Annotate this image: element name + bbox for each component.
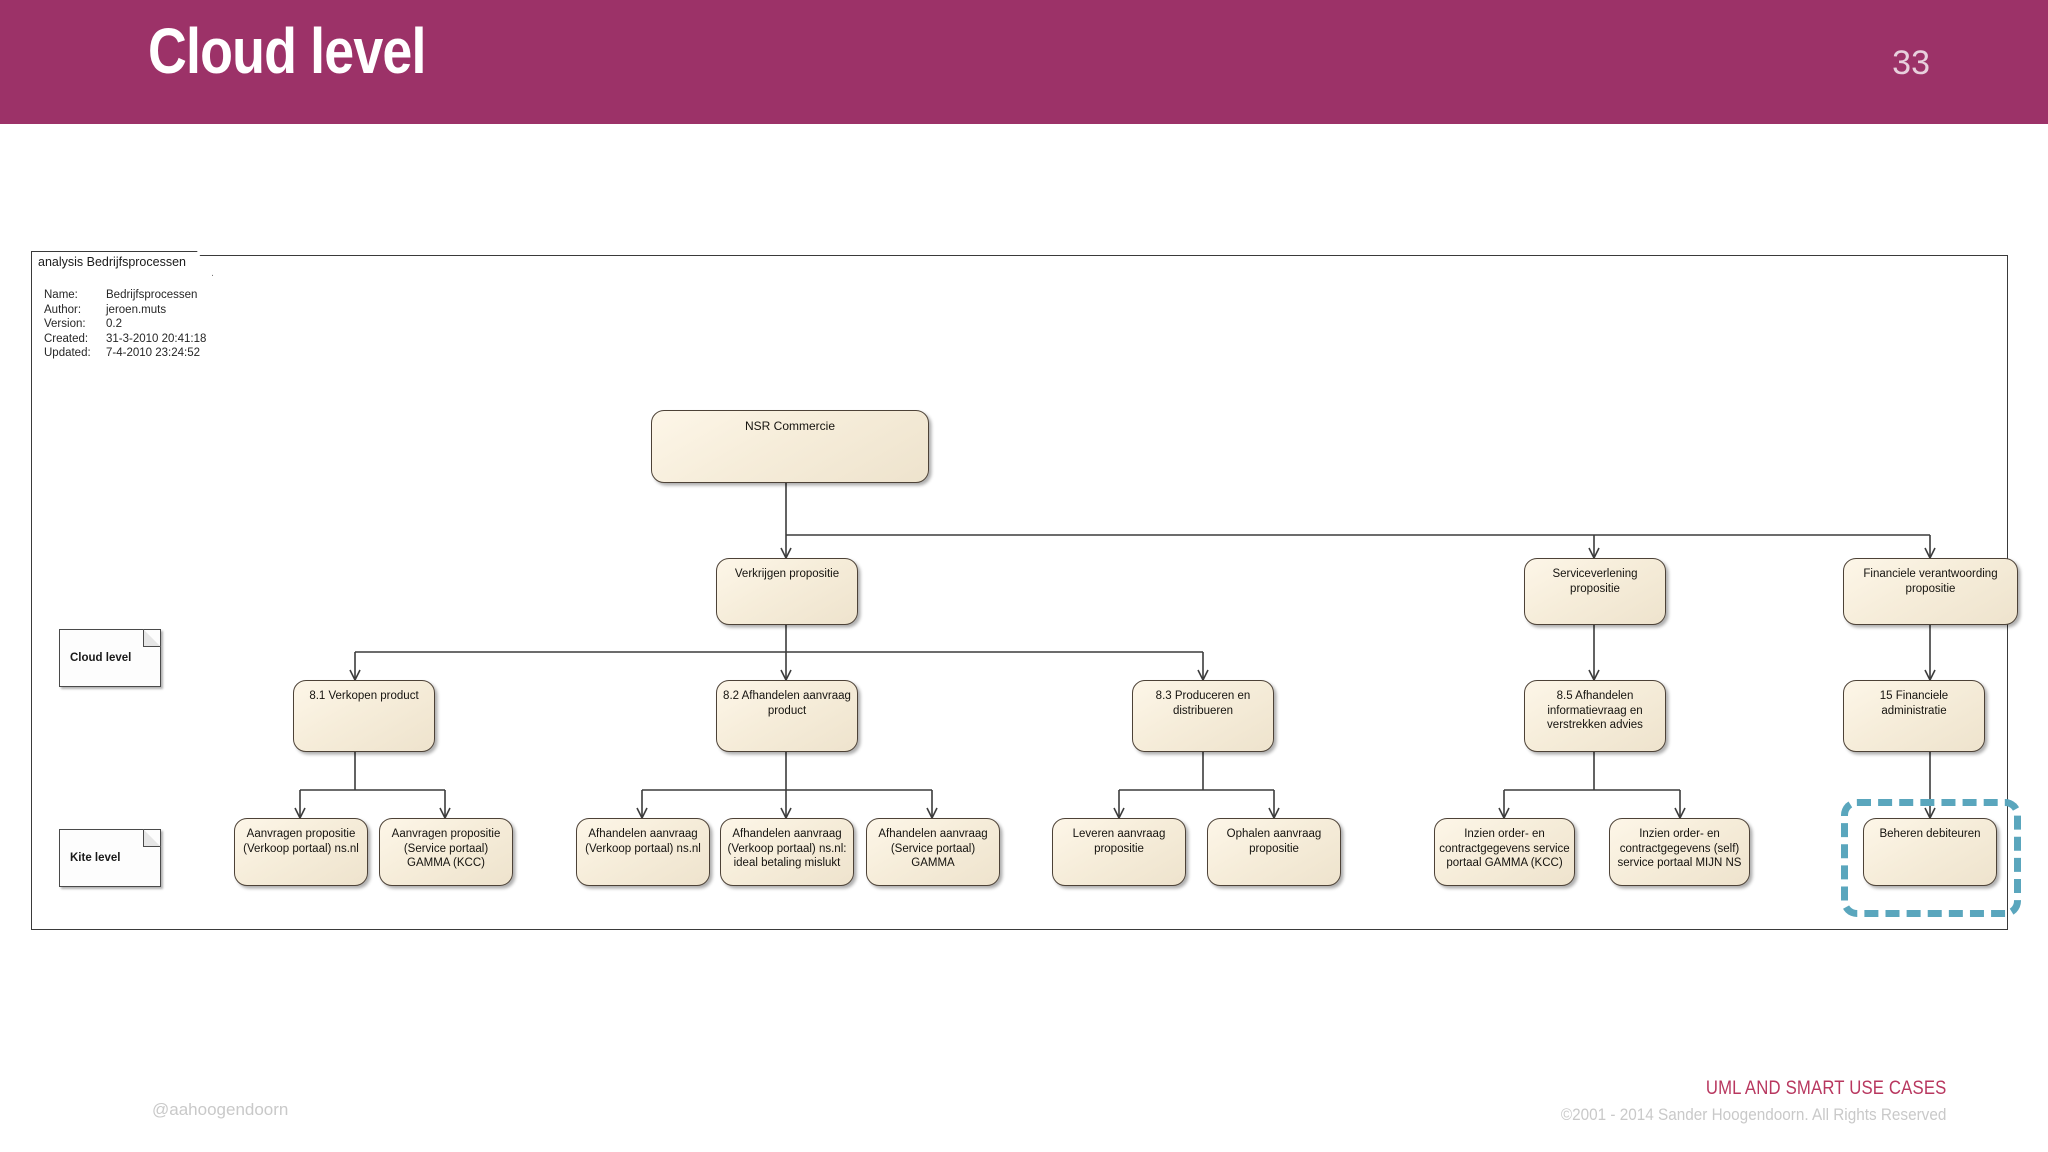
metadata-key: Author: (44, 303, 82, 316)
metadata-value: 31-3-2010 20:41:18 (106, 332, 207, 345)
metadata-key: Name: (44, 289, 78, 301)
metadata-key: Created: (44, 332, 89, 345)
metadata-row: Version: 0.2 (44, 317, 224, 332)
metadata-value: 0.2 (106, 318, 122, 330)
process-node-15-financiele-administratie[interactable]: 15 Financiele administratie (1843, 680, 1985, 752)
process-node-inzien-order-contractgegevens-mijn-ns[interactable]: Inzien order- en contractgegevens (self)… (1609, 818, 1750, 886)
process-node-serviceverlening-propositie[interactable]: Serviceverlening propositie (1524, 558, 1666, 625)
metadata-value: 7-4-2010 23:24:52 (106, 347, 200, 359)
metadata-value: Bedrijfsprocessen (106, 289, 198, 301)
node-label: NSR Commercie (744, 419, 835, 433)
node-label: Inzien order- en contractgegevens (self)… (1617, 828, 1742, 869)
node-label: Afhandelen aanvraag (Verkoop portaal) ns… (727, 828, 847, 869)
node-label: Beheren debiteuren (1879, 828, 1981, 840)
process-node-afhandelen-aanvraag-verkoop-portaal[interactable]: Afhandelen aanvraag (Verkoop portaal) ns… (576, 818, 710, 886)
process-node-beheren-debiteuren[interactable]: Beheren debiteuren (1863, 818, 1997, 886)
metadata-row: Created: 31-3-2010 20:41:18 (44, 332, 224, 347)
process-node-leveren-aanvraag-propositie[interactable]: Leveren aanvraag propositie (1052, 818, 1186, 886)
metadata-key: Version: (44, 318, 86, 330)
node-label: 8.1 Verkopen product (309, 690, 419, 702)
node-label: 8.3 Produceren en distribueren (1155, 690, 1251, 717)
note-kite-level: Kite level (59, 829, 161, 887)
footer-handle: @aahoogendoorn (152, 1100, 289, 1119)
metadata-row: Updated: 7-4-2010 23:24:52 (44, 346, 224, 361)
node-label: Verkrijgen propositie (734, 568, 840, 580)
node-label: Leveren aanvraag propositie (1072, 828, 1166, 855)
note-cloud-level: Cloud level (59, 629, 161, 687)
metadata-row: Author: jeroen.muts (44, 303, 224, 318)
process-node-8-1-verkopen-product[interactable]: 8.1 Verkopen product (293, 680, 435, 752)
process-node-8-3-produceren-en-distribueren[interactable]: 8.3 Produceren en distribueren (1132, 680, 1274, 752)
node-label: 15 Financiele administratie (1879, 690, 1949, 717)
node-label: 8.5 Afhandelen informatievraag en verstr… (1547, 690, 1643, 731)
process-node-aanvragen-propositie-verkoop-portaal[interactable]: Aanvragen propositie (Verkoop portaal) n… (234, 818, 368, 886)
node-label: Afhandelen aanvraag (Verkoop portaal) ns… (585, 828, 701, 855)
note-fold-icon (143, 829, 161, 847)
process-node-ophalen-aanvraag-propositie[interactable]: Ophalen aanvraag propositie (1207, 818, 1341, 886)
note-fold-icon (143, 629, 161, 647)
slide-header-banner (0, 0, 2048, 124)
node-label: Aanvragen propositie (Verkoop portaal) n… (243, 828, 359, 855)
footer-brand: UML AND SMART USE CASES (1705, 1078, 1946, 1099)
note-label: Cloud level (70, 652, 132, 664)
process-node-8-5-afhandelen-informatievraag[interactable]: 8.5 Afhandelen informatievraag en verstr… (1524, 680, 1666, 752)
node-label: Serviceverlening propositie (1552, 568, 1638, 595)
process-node-aanvragen-propositie-service-portaal[interactable]: Aanvragen propositie (Service portaal) G… (379, 818, 513, 886)
slide-number: 33 (1892, 44, 1930, 82)
node-label: Afhandelen aanvraag (Service portaal) GA… (878, 828, 988, 869)
note-label: Kite level (70, 852, 121, 864)
metadata-row: Name: Bedrijfsprocessen (44, 288, 224, 303)
diagram-frame-label: analysis Bedrijfsprocessen (31, 251, 213, 276)
node-label: Aanvragen propositie (Service portaal) G… (391, 828, 501, 869)
footer-copyright: ©2001 - 2014 Sander Hoogendoorn. All Rig… (1560, 1105, 1946, 1124)
node-label: 8.2 Afhandelen aanvraag product (723, 690, 851, 717)
diagram-metadata: Name: Bedrijfsprocessen Author: jeroen.m… (44, 288, 224, 361)
metadata-value: jeroen.muts (106, 303, 167, 316)
highlight-selection-box (1841, 799, 2021, 917)
process-node-inzien-order-contractgegevens-gamma[interactable]: Inzien order- en contractgegevens servic… (1434, 818, 1575, 886)
process-node-8-2-afhandelen-aanvraag-product[interactable]: 8.2 Afhandelen aanvraag product (716, 680, 858, 752)
process-node-financiele-verantwoording-propositie[interactable]: Financiele verantwoording propositie (1843, 558, 2018, 625)
node-label: Financiele verantwoording propositie (1863, 568, 1998, 595)
node-label: Ophalen aanvraag propositie (1226, 828, 1322, 855)
process-node-verkrijgen-propositie[interactable]: Verkrijgen propositie (716, 558, 858, 625)
page-title: Cloud level (148, 15, 426, 87)
metadata-key: Updated: (44, 347, 91, 359)
process-node-afhandelen-aanvraag-ideal-mislukt[interactable]: Afhandelen aanvraag (Verkoop portaal) ns… (720, 818, 854, 886)
process-node-nsr-commercie[interactable]: NSR Commercie (651, 410, 929, 483)
process-node-afhandelen-aanvraag-service-portaal[interactable]: Afhandelen aanvraag (Service portaal) GA… (866, 818, 1000, 886)
node-label: Inzien order- en contractgegevens servic… (1439, 828, 1570, 869)
